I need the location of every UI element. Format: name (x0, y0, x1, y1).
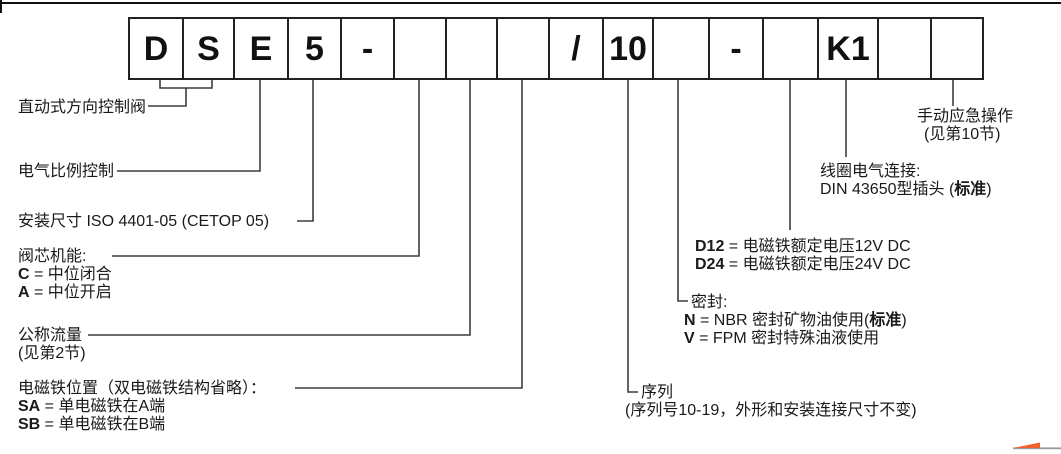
code-box: 10 (602, 19, 652, 78)
label-proportional-control: 电气比例控制 (18, 163, 114, 181)
label-note: (序列号10-19，外形和安装连接尺寸不变) (625, 402, 917, 419)
label-title: 电磁铁位置（双电磁铁结构省略）： (18, 380, 267, 397)
code-box: / (548, 19, 602, 78)
leader-flow (88, 78, 471, 336)
option-desc: = 单电磁铁在B端 (40, 416, 166, 433)
label-solenoid-position: 电磁铁位置（双电磁铁结构省略）： SA = 单电磁铁在A端 SB = 单电磁铁在… (18, 380, 266, 434)
option-line: D24 = 电磁铁额定电压24V DC (695, 256, 911, 274)
label-text: 电气比例控制 (18, 163, 115, 180)
label-note: (见第2节) (18, 345, 86, 362)
code-box (652, 19, 708, 78)
option-code: D24 (695, 256, 725, 273)
label-spool-function: 阀芯机能: C = 中位闭合 A = 中位开启 (18, 248, 112, 302)
label-series: 序列 (序列号10-19，外形和安装连接尺寸不变) (625, 384, 917, 420)
option-code: A (18, 284, 30, 301)
label-title: 密封: (691, 294, 728, 311)
leader-spool (112, 78, 420, 257)
leader-solenoid-position (295, 78, 523, 389)
code-box (393, 19, 445, 78)
option-desc: = 单电磁铁在A端 (40, 398, 166, 415)
option-line: V = FPM 密封特殊油液使用 (684, 330, 907, 348)
option-line: SA = 单电磁铁在A端 (18, 398, 266, 416)
label-direct-valve: 直动式方向控制阀 (18, 99, 146, 117)
leader-proportional (117, 78, 261, 172)
connector-type: DIN 43650型插头 ( (820, 181, 955, 198)
option-code: V (684, 330, 695, 347)
code-box: E (233, 19, 287, 78)
option-line: N = NBR 密封矿物油使用(标准) (684, 312, 907, 330)
label-solenoid-voltage: D12 = 电磁铁额定电压12V DC D24 = 电磁铁额定电压24V DC (695, 238, 911, 274)
code-box: K1 (817, 19, 877, 78)
label-note: (见第10节) (924, 126, 1001, 143)
option-desc: = 电磁铁额定电压12V DC (724, 238, 911, 255)
option-line: C = 中位闭合 (18, 266, 112, 284)
option-code: N (684, 312, 696, 329)
option-code: D12 (695, 238, 725, 255)
option-code: SA (18, 398, 41, 415)
option-line: A = 中位开启 (18, 284, 112, 302)
label-coil-connection: 线圈电气连接: DIN 43650型插头 (标准) (820, 163, 992, 199)
label-text: 直动式方向控制阀 (18, 99, 147, 116)
label-title: 阀芯机能: (18, 248, 87, 265)
option-code: SB (18, 416, 41, 433)
option-line: D12 = 电磁铁额定电压12V DC (695, 238, 911, 256)
label-title: 线圈电气连接: (820, 163, 921, 180)
model-code-boxes: D S E 5 - / 10 - K1 (128, 17, 984, 80)
code-box: S (182, 19, 233, 78)
label-nominal-flow: 公称流量 (见第2节) (18, 327, 86, 363)
code-box: 5 (287, 19, 340, 78)
leader-direct-valve (148, 88, 187, 107)
code-box (930, 19, 982, 78)
code-box: D (143, 29, 169, 68)
code-box (445, 19, 496, 78)
brand-swoosh-icon (1013, 442, 1040, 448)
label-title: 序列 (641, 384, 674, 401)
standard-flag: 标准 (869, 312, 902, 329)
option-desc: = NBR 密封矿物油使用( (695, 312, 870, 329)
option-desc: ) (901, 312, 907, 329)
code-box (877, 19, 930, 78)
code-box (496, 19, 548, 78)
leader-seals (677, 78, 688, 302)
label-text: 公称流量 (18, 327, 83, 344)
option-desc: = FPM 密封特殊油液使用 (694, 330, 880, 347)
label-text: DIN 43650型插头 (标准) (820, 181, 992, 199)
label-title: 手动应急操作 (917, 108, 1014, 125)
option-desc: = 中位开启 (29, 284, 112, 301)
leader-series (627, 78, 638, 393)
leader-mounting (297, 78, 314, 222)
footer-rule (1013, 447, 1061, 450)
code-box: - (340, 19, 393, 78)
option-desc: = 中位闭合 (29, 266, 112, 283)
code-box (762, 19, 817, 78)
label-text: 安装尺寸 ISO 4401-05 (CETOP 05) (18, 213, 270, 230)
label-manual-override: 手动应急操作 (见第10节) (917, 108, 1013, 144)
page-top-rule (0, 2, 1061, 4)
label-seals: 密封: N = NBR 密封矿物油使用(标准) V = FPM 密封特殊油液使用 (684, 294, 907, 348)
option-code: C (18, 266, 30, 283)
code-box: - (708, 19, 762, 78)
standard-flag: 标准 (954, 181, 987, 198)
page-left-notch (0, 0, 2, 13)
option-line: SB = 单电磁铁在B端 (18, 416, 266, 434)
label-text: ) (986, 181, 992, 198)
label-mounting-size: 安装尺寸 ISO 4401-05 (CETOP 05) (18, 213, 269, 231)
option-desc: = 电磁铁额定电压24V DC (724, 256, 911, 273)
